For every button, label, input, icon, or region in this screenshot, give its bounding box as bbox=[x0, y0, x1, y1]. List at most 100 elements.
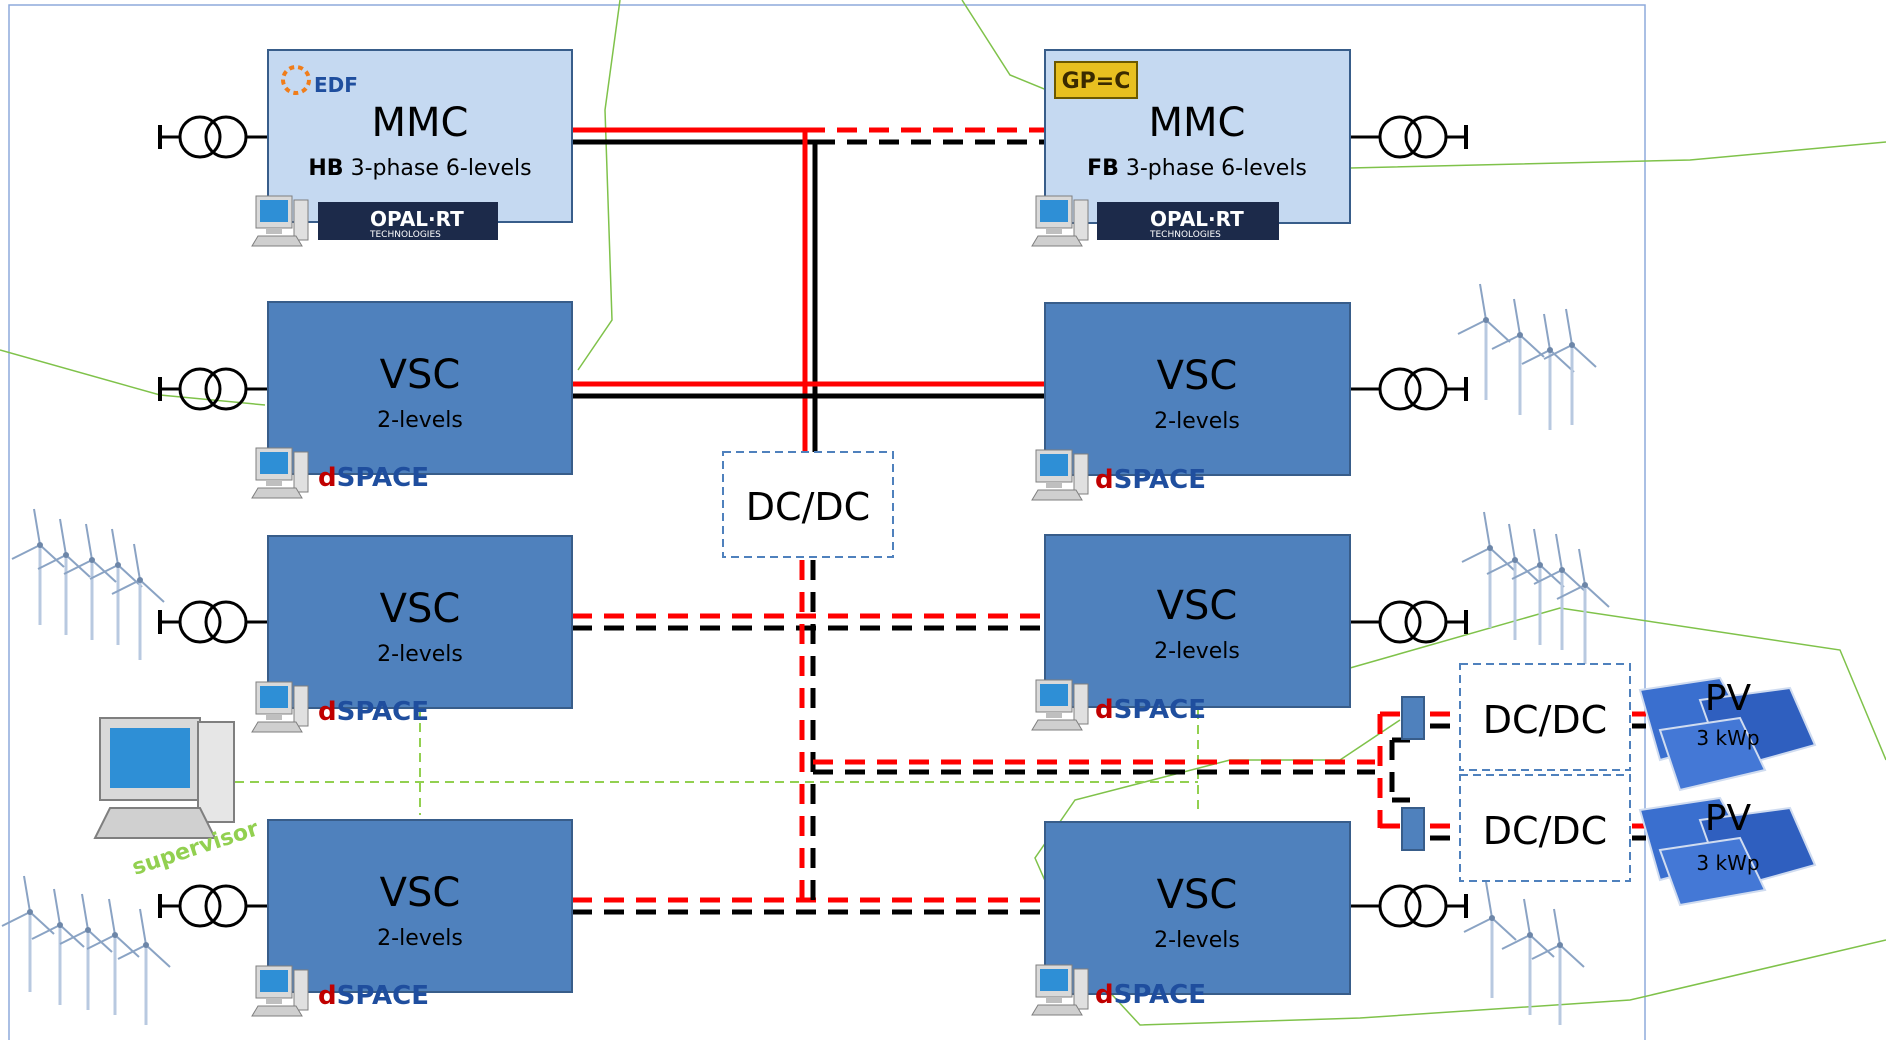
dspace-logo: dSPACE bbox=[1095, 980, 1206, 1010]
wind-turbine-icon bbox=[1555, 547, 1611, 667]
dc-lines-solid bbox=[572, 127, 1045, 452]
computer-icon bbox=[1031, 195, 1089, 247]
mmc-left-subtitle: HB 3-phase 6-levels bbox=[308, 156, 531, 181]
vsc-subtitle: 2-levels bbox=[377, 408, 463, 433]
opal-rt-sub: TECHNOLOGIES bbox=[1149, 230, 1221, 240]
edf-logo-text: EDF bbox=[314, 73, 358, 97]
computer-icon bbox=[93, 717, 235, 839]
vsc-right-3: VSC 2-levels dSPACE bbox=[1031, 821, 1351, 1016]
vsc-subtitle: 2-levels bbox=[377, 926, 463, 951]
dspace-logo: dSPACE bbox=[318, 981, 429, 1011]
vsc-right-2: VSC 2-levels dSPACE bbox=[1031, 534, 1351, 731]
dcdc-pv-2-label: DC/DC bbox=[1483, 809, 1607, 853]
dcdc-pv-1-label: DC/DC bbox=[1483, 698, 1607, 742]
vsc-subtitle: 2-levels bbox=[1154, 639, 1240, 664]
vsc-title: VSC bbox=[1157, 583, 1238, 629]
dcdc-pv-1: DC/DC bbox=[1459, 663, 1631, 771]
mmc-left-block: EDF MMC HB 3-phase 6-levels OPAL·RT TECH… bbox=[251, 49, 573, 247]
wind-turbine-icon bbox=[36, 517, 92, 637]
vsc-left-2: VSC 2-levels dSPACE bbox=[251, 535, 573, 733]
vsc-right-1: VSC 2-levels dSPACE bbox=[1031, 302, 1351, 501]
vsc-title: VSC bbox=[1157, 353, 1238, 399]
mmc-right-block: GP=C MMC FB 3-phase 6-levels OPAL·RT TEC… bbox=[1031, 49, 1351, 247]
wind-turbine-icon bbox=[116, 907, 172, 1027]
wind-turbine-icon bbox=[1510, 527, 1566, 647]
mmc-right-subtitle: FB 3-phase 6-levels bbox=[1087, 156, 1307, 181]
transformer-icon bbox=[1348, 884, 1468, 928]
dspace-logo: dSPACE bbox=[318, 463, 429, 493]
pv-array-1: PV 3 kWp bbox=[1638, 676, 1817, 792]
pv-1-label: PV bbox=[1705, 678, 1752, 719]
wind-turbine-icon bbox=[110, 542, 166, 662]
wind-turbine-icon bbox=[62, 522, 118, 642]
edf-logo: EDF bbox=[281, 65, 358, 97]
pv-array-2: PV 3 kWp bbox=[1638, 796, 1817, 907]
wind-farm-left-middle bbox=[10, 507, 166, 662]
dc-lines-dashed bbox=[572, 127, 1646, 915]
opal-rt-logo bbox=[1097, 202, 1279, 240]
vsc-left-3: VSC 2-levels dSPACE bbox=[251, 819, 573, 1017]
vsc-left-1: VSC 2-levels dSPACE bbox=[251, 301, 573, 499]
wind-farm-right-middle bbox=[1460, 510, 1611, 667]
vsc-title: VSC bbox=[1157, 872, 1238, 918]
vsc-subtitle: 2-levels bbox=[377, 642, 463, 667]
wind-farm-lower-left bbox=[0, 874, 172, 1027]
wind-turbine-icon bbox=[1485, 522, 1541, 642]
opal-rt-text: OPAL·RT bbox=[1150, 207, 1244, 231]
supervisor-station: supervisor bbox=[93, 717, 262, 881]
pv-2-rating: 3 kWp bbox=[1696, 851, 1759, 875]
wind-turbine-icon bbox=[30, 887, 86, 1007]
dspace-logo: dSPACE bbox=[1095, 695, 1206, 725]
computer-icon bbox=[251, 195, 309, 247]
wind-turbine-icon bbox=[1500, 897, 1556, 1017]
wind-turbine-icon bbox=[0, 874, 56, 994]
solar-panel-icon bbox=[1638, 676, 1817, 792]
battery-icon bbox=[1401, 807, 1425, 851]
dcdc-center: DC/DC bbox=[722, 451, 894, 558]
transformer-icon bbox=[1348, 367, 1468, 411]
transformer-icon bbox=[1348, 115, 1468, 159]
opal-rt-logo bbox=[318, 202, 498, 240]
dcdc-center-label: DC/DC bbox=[746, 485, 870, 529]
battery-icon bbox=[1401, 696, 1425, 740]
dspace-logo: dSPACE bbox=[1095, 465, 1206, 495]
vsc-title: VSC bbox=[380, 586, 461, 632]
opal-rt-text: OPAL·RT bbox=[370, 207, 464, 231]
computer-icon bbox=[1031, 449, 1089, 501]
vsc-title: VSC bbox=[380, 870, 461, 916]
computer-icon bbox=[251, 965, 309, 1017]
mmc-left-title: MMC bbox=[372, 100, 469, 146]
computer-icon bbox=[1031, 679, 1089, 731]
transformer-icon bbox=[158, 115, 278, 159]
wind-turbine-icon bbox=[10, 507, 66, 627]
dspace-logo: dSPACE bbox=[318, 697, 429, 727]
computer-icon bbox=[1031, 964, 1089, 1016]
wind-turbine-icon bbox=[1520, 312, 1576, 432]
gpec-logo-text: GP=C bbox=[1062, 69, 1131, 94]
mmc-right-title: MMC bbox=[1149, 100, 1246, 146]
wind-turbine-icon bbox=[1530, 907, 1586, 1027]
opal-rt-sub: TECHNOLOGIES bbox=[369, 230, 441, 240]
transformer-icon bbox=[158, 600, 278, 644]
wind-turbine-icon bbox=[1460, 510, 1516, 630]
transformer-icon bbox=[1348, 600, 1468, 644]
solar-panel-icon bbox=[1638, 796, 1817, 907]
gpec-logo bbox=[1054, 61, 1138, 99]
wind-turbine-icon bbox=[1532, 532, 1588, 652]
wind-turbine-icon bbox=[58, 892, 114, 1012]
transformer-icon bbox=[158, 367, 278, 411]
computer-icon bbox=[251, 447, 309, 499]
wind-turbine-icon bbox=[1462, 880, 1518, 1000]
diagram-frame bbox=[8, 4, 1646, 1040]
transformer-icon bbox=[158, 884, 278, 928]
wind-turbine-icon bbox=[85, 897, 141, 1017]
dcdc-pv-2: DC/DC bbox=[1459, 774, 1631, 882]
vsc-title: VSC bbox=[380, 352, 461, 398]
pv-1-rating: 3 kWp bbox=[1696, 726, 1759, 750]
computer-icon bbox=[251, 681, 309, 733]
wind-farm-upper-right bbox=[1456, 282, 1598, 432]
vsc-subtitle: 2-levels bbox=[1154, 409, 1240, 434]
pv-2-label: PV bbox=[1705, 798, 1752, 839]
vsc-subtitle: 2-levels bbox=[1154, 928, 1240, 953]
